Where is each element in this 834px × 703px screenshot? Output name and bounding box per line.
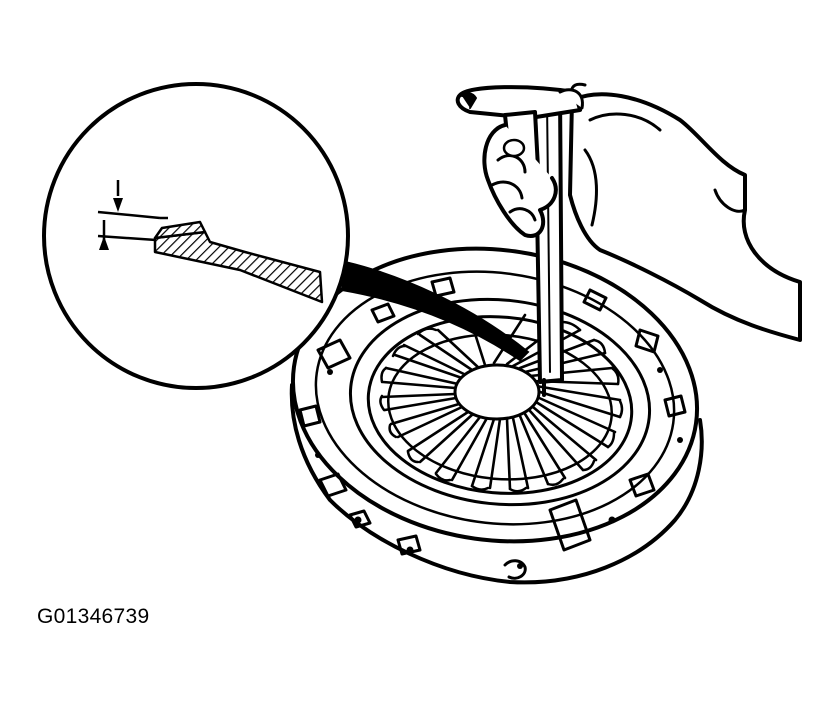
mounting-tabs <box>298 276 687 580</box>
cover-flange-edge <box>348 297 652 507</box>
center-hub <box>453 363 541 421</box>
magnifier-callout <box>42 82 530 390</box>
finger-slot-ends <box>379 320 624 493</box>
section-detail <box>153 220 324 304</box>
rivets <box>315 367 683 569</box>
caliper-and-hand <box>455 82 802 397</box>
dimension-arrows <box>99 198 123 250</box>
thumb <box>482 123 558 238</box>
hand-outline <box>568 92 802 342</box>
cover-outer-rim <box>290 246 700 544</box>
cover-inner-rim <box>314 270 676 526</box>
diaphragm-ring <box>366 315 634 495</box>
figure-code-label: G01346739 <box>37 605 150 628</box>
dimension-marks <box>97 180 168 246</box>
clutch-cover <box>289 246 704 585</box>
cover-rim-side <box>289 383 704 585</box>
magnifier-leader <box>340 260 530 362</box>
